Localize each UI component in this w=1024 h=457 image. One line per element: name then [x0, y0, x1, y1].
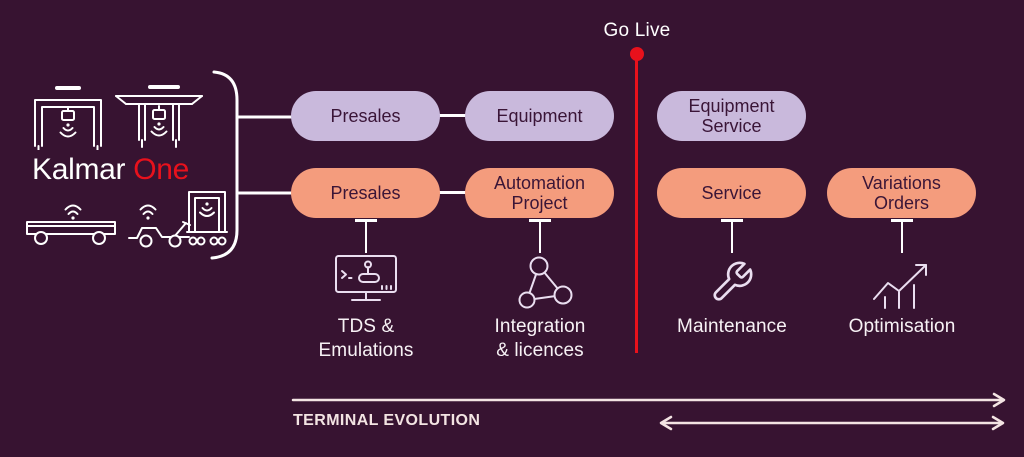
terminal-evolution-arrows: [291, 392, 1006, 431]
pill-automation-project: Automation Project: [465, 168, 614, 218]
growth-chart-icon: [873, 264, 927, 309]
gantry-crane-icon: [34, 86, 102, 150]
drop-stem-maintenance: [730, 219, 733, 253]
monitor-simulation-icon: [335, 255, 397, 301]
shuttle-carrier-icon: [186, 191, 228, 246]
terminal-evolution-label: TERMINAL EVOLUTION: [293, 412, 481, 429]
brand-one: One: [133, 153, 190, 186]
pill-presales-top: Presales: [291, 91, 440, 141]
label-maintenance: Maintenance: [677, 316, 787, 337]
wrench-icon: [713, 261, 753, 301]
label-integration-licences: Integration & licences: [494, 316, 586, 361]
pill-presales-bottom: Presales: [291, 168, 440, 218]
drop-stem-integration: [538, 219, 541, 253]
label-optimisation: Optimisation: [848, 316, 956, 337]
network-nodes-icon: [518, 256, 573, 309]
pill-equipment-service: Equipment Service: [657, 91, 806, 141]
drop-stem-tds: [364, 219, 367, 253]
label-tds-emulations: TDS & Emulations: [318, 316, 414, 361]
pill-variations-orders: Variations Orders: [827, 168, 976, 218]
pill-equipment: Equipment: [465, 91, 614, 141]
drop-stem-optimisation: [900, 219, 903, 253]
pill-service: Service: [657, 168, 806, 218]
rtg-crane-icon: [115, 85, 203, 148]
brace-connector: [210, 70, 297, 260]
brand-kalmar: Kalmar: [32, 153, 126, 186]
go-live-timeline: [635, 53, 638, 353]
connector-presales-equipment: [438, 114, 467, 117]
go-live-label: Go Live: [603, 20, 671, 41]
connector-presales-automation: [438, 191, 467, 194]
terminal-tractor-icon: [128, 204, 191, 248]
agv-trailer-icon: [26, 204, 116, 245]
